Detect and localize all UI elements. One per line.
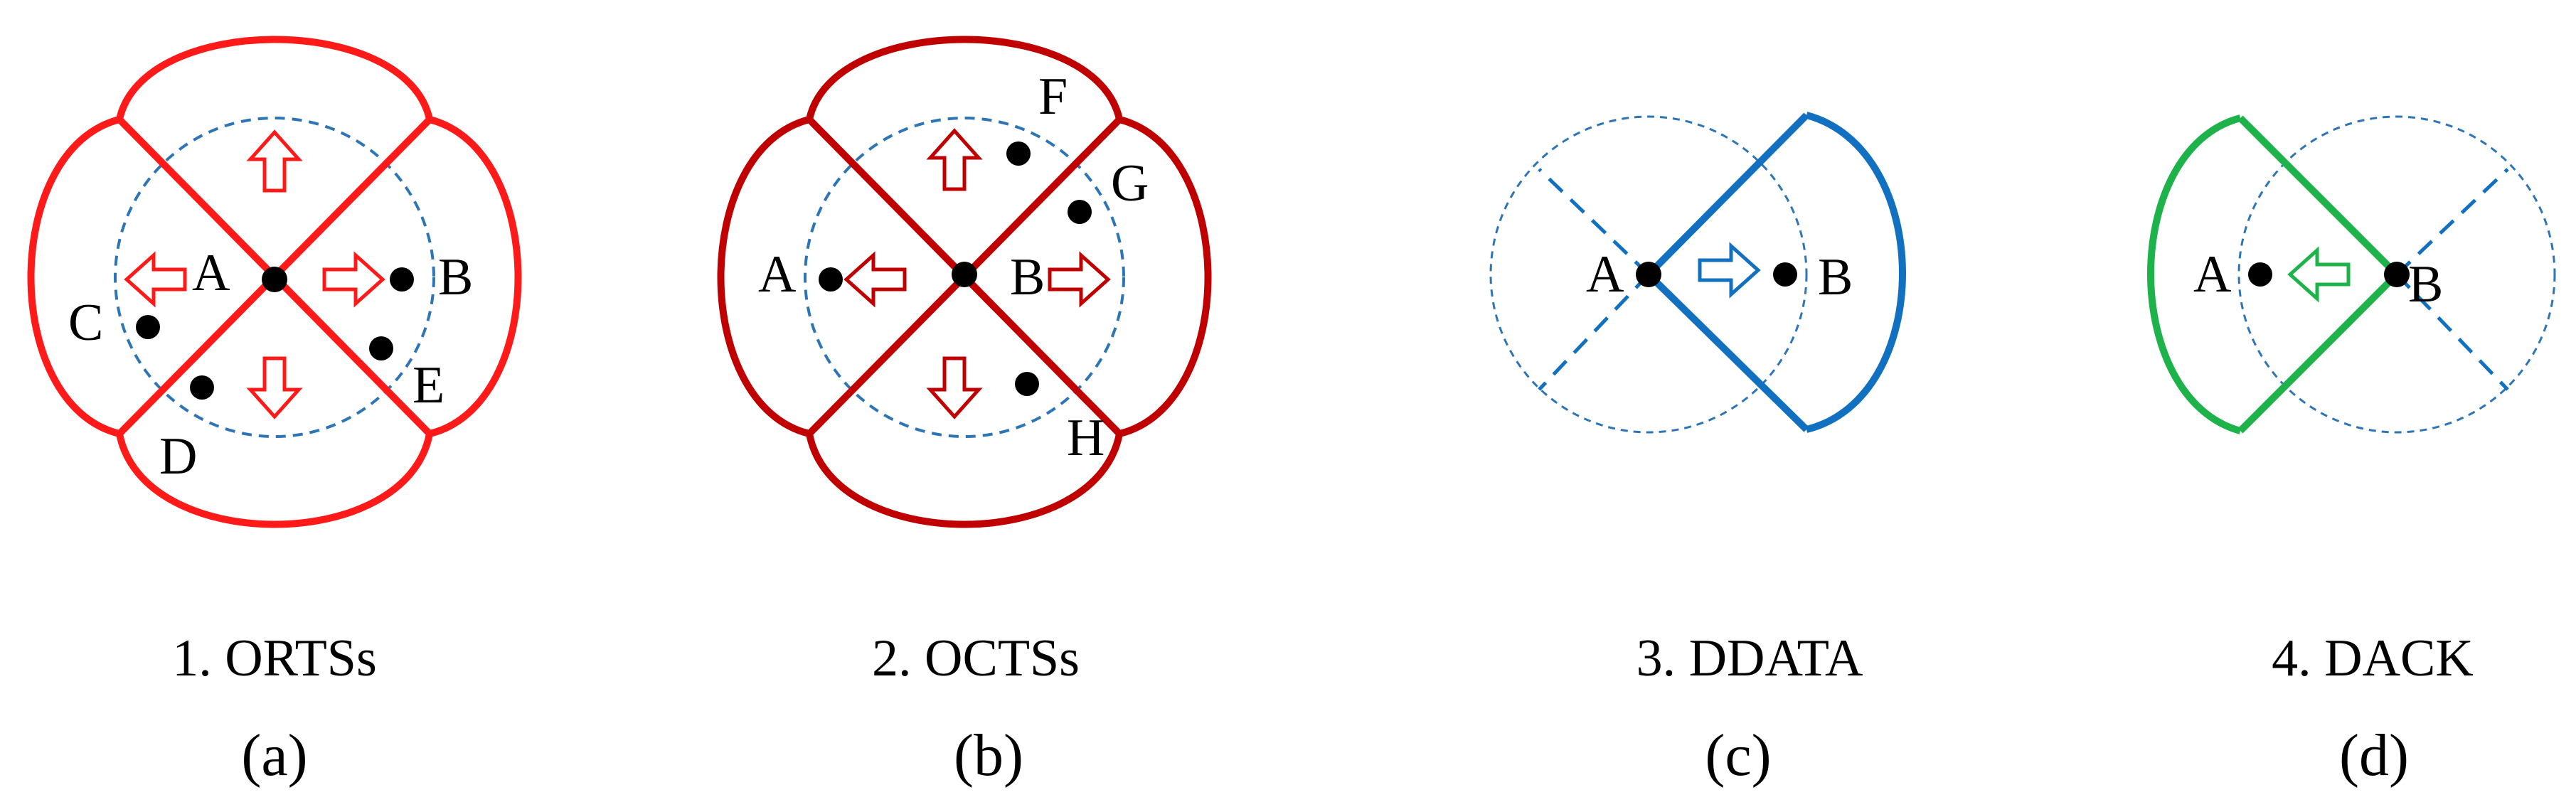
arrow-up-icon xyxy=(930,131,979,189)
lobe-left xyxy=(717,116,811,437)
panel-b: A B F G H 2. OCTSs (b) xyxy=(717,36,1212,789)
nodes xyxy=(2248,262,2410,287)
range-circle xyxy=(114,117,435,438)
node-d-dot xyxy=(190,375,214,400)
range-circle-b xyxy=(2237,115,2556,434)
caption-c: 3. DDATA xyxy=(1636,629,1863,688)
node-b-dot xyxy=(2384,262,2410,287)
node-c-dot xyxy=(136,315,160,339)
lobe-right xyxy=(428,116,522,437)
node-label-b: B xyxy=(1010,248,1045,306)
nodes xyxy=(1636,262,1797,287)
sublabel-d: (d) xyxy=(2339,722,2409,789)
node-b-dot xyxy=(390,267,414,292)
node-a-dot xyxy=(819,267,843,292)
arrow-left-icon xyxy=(846,255,905,304)
range-circle xyxy=(804,117,1125,438)
node-label-b: B xyxy=(438,248,473,306)
arrow-up-icon xyxy=(250,132,299,191)
panel-a: A B C D E 1. ORTSs (a) xyxy=(27,36,522,789)
nodes xyxy=(819,141,1092,396)
node-e-dot xyxy=(369,336,393,360)
node-label-e: E xyxy=(413,356,445,415)
node-label-f: F xyxy=(1038,68,1068,126)
lobe-bottom xyxy=(116,433,433,528)
lobe-top xyxy=(116,36,433,121)
sublabel-c: (c) xyxy=(1705,722,1771,789)
panel-d: A B 4. DACK (d) xyxy=(2147,114,2556,789)
arrow-right-icon xyxy=(1700,246,1758,294)
arrow-down-icon xyxy=(930,358,979,417)
arrow-right-icon xyxy=(1050,255,1108,304)
node-label-a: A xyxy=(2193,245,2231,304)
node-label-c: C xyxy=(68,294,103,352)
dashed-sector-lines xyxy=(2395,168,2509,391)
sector-lobes xyxy=(27,36,522,528)
lobe-top xyxy=(806,36,1123,121)
node-a-dot xyxy=(2248,262,2272,287)
node-a-dot xyxy=(1636,262,1661,287)
node-b-dot xyxy=(952,262,977,287)
node-label-b: B xyxy=(2408,255,2443,314)
arrow-left-icon xyxy=(2290,250,2348,299)
direction-arrows xyxy=(127,132,383,417)
node-label-g: G xyxy=(1111,154,1149,213)
nodes xyxy=(136,267,414,400)
panel-c: A B 3. DDATA (c) xyxy=(1489,112,1906,789)
sublabel-b: (b) xyxy=(954,722,1023,789)
caption-d: 4. DACK xyxy=(2272,629,2474,688)
node-label-a: A xyxy=(758,245,796,304)
range-circle-a xyxy=(1489,115,1808,434)
node-label-a: A xyxy=(192,244,230,302)
caption-a: 1. ORTSs xyxy=(172,629,377,688)
ack-sector xyxy=(2147,114,2400,434)
lobe-right xyxy=(1118,116,1212,437)
data-sector xyxy=(1646,112,1906,433)
arrow-right-icon xyxy=(324,255,383,304)
lobe-left xyxy=(27,116,121,437)
node-g-dot xyxy=(1068,200,1092,224)
node-b-dot xyxy=(1773,262,1797,287)
dashed-sector-lines xyxy=(1538,168,1650,391)
arrow-left-icon xyxy=(127,255,185,304)
node-label-a: A xyxy=(1586,245,1624,304)
sector-lobes xyxy=(717,36,1212,528)
caption-b: 2. OCTSs xyxy=(872,629,1080,688)
sector-arc xyxy=(1805,112,1906,433)
node-f-dot xyxy=(1006,141,1031,166)
node-label-b: B xyxy=(1818,248,1853,306)
node-h-dot xyxy=(1015,372,1039,396)
sublabel-a: (a) xyxy=(241,722,307,789)
lobe-bottom xyxy=(806,433,1123,528)
arrow-down-icon xyxy=(250,358,299,417)
node-a-dot xyxy=(262,267,287,292)
node-label-d: D xyxy=(159,427,197,486)
node-label-h: H xyxy=(1067,409,1105,467)
sector-arc xyxy=(2147,114,2242,434)
